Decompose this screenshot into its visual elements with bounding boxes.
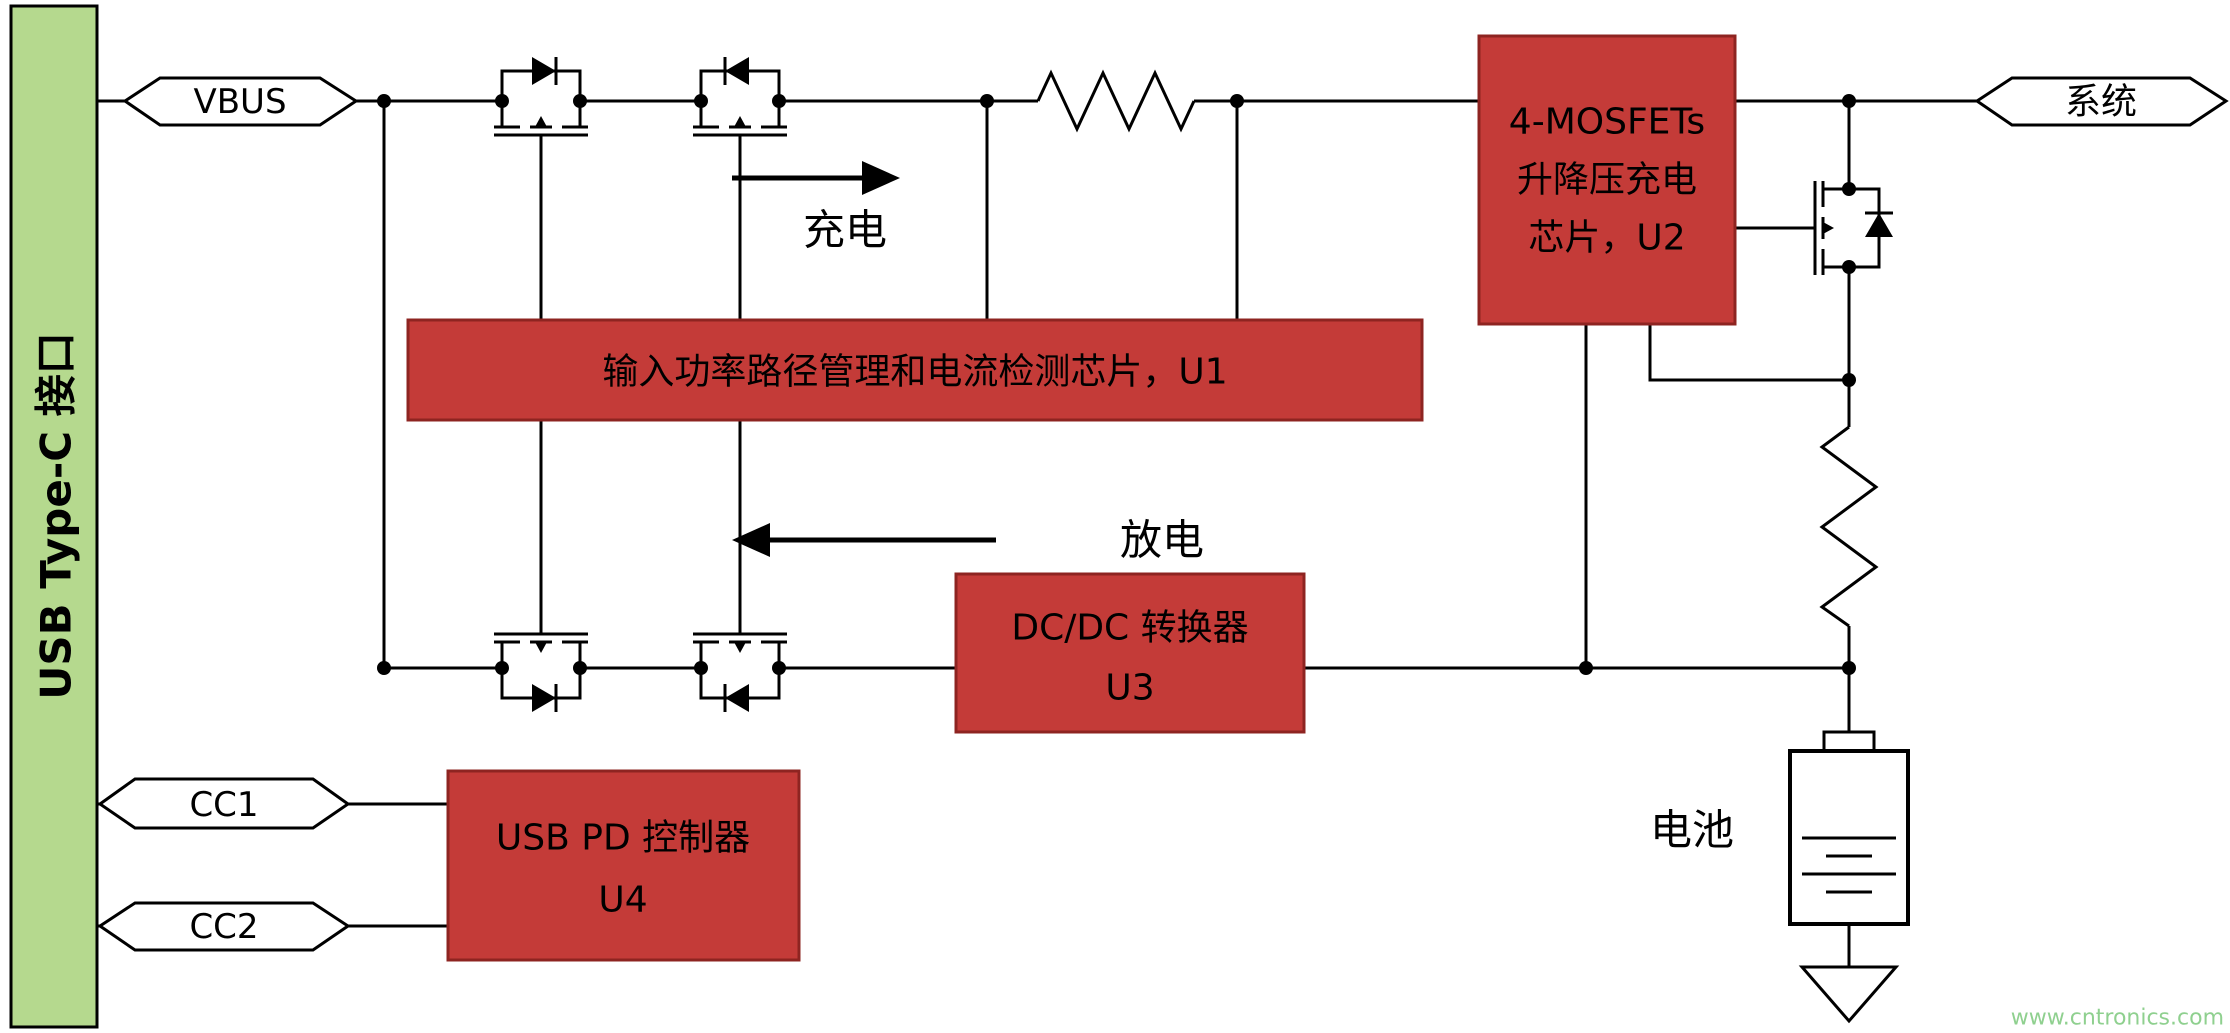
system-connector: 系统 — [1974, 76, 2229, 127]
u2-label-line2: 升降压充电 — [1517, 160, 1697, 201]
battery-resistor — [1819, 425, 1879, 628]
u1-label: 输入功率路径管理和电流检测芯片，U1 — [602, 352, 1227, 393]
u1-block: 输入功率路径管理和电流检测芯片，U1 — [406, 318, 1424, 422]
u3-label-line2: U3 — [1105, 668, 1154, 709]
charge-mosfet-q1 — [482, 55, 600, 163]
cc1-connector: CC1 — [97, 777, 351, 830]
ground-symbol — [1798, 965, 1900, 1024]
junction-dots — [377, 94, 1856, 675]
u4-label-line1: USB PD 控制器 — [496, 818, 750, 859]
cc2-label: CC2 — [189, 907, 258, 947]
system-label: 系统 — [2065, 82, 2137, 123]
u3-label-line1: DC/DC 转换器 — [1011, 608, 1248, 649]
u2-label-line1: 4-MOSFETs — [1509, 102, 1705, 143]
battery-label: 电池 — [1650, 806, 1734, 855]
discharge-label: 放电 — [1120, 516, 1204, 565]
vbus-label: VBUS — [193, 82, 286, 122]
cc2-connector: CC2 — [97, 901, 351, 952]
u3-block: DC/DC 转换器 U3 — [954, 572, 1306, 734]
discharge-mosfet-q3 — [482, 606, 600, 714]
cc1-label: CC1 — [189, 785, 258, 825]
u4-block: USB PD 控制器 U4 — [446, 769, 801, 962]
usb-type-c-port — [9, 4, 99, 1029]
battery-symbol — [1788, 730, 1910, 926]
discharge-mosfet-q4 — [681, 606, 799, 714]
u2-label-line3: 芯片，U2 — [1528, 218, 1685, 259]
charge-mosfet-q2 — [681, 55, 799, 163]
u2-block: 4-MOSFETs 升降压充电 芯片，U2 — [1477, 34, 1737, 326]
charge-arrow — [732, 161, 900, 195]
vbus-connector: VBUS — [122, 76, 359, 127]
u4-label-line2: U4 — [598, 880, 647, 921]
sense-resistor — [1036, 69, 1196, 133]
watermark: www.cntronics.com — [2011, 1006, 2224, 1031]
battery-mosfet — [1787, 169, 1895, 287]
usb-type-c-port-label: USB Type-C 接口 — [32, 332, 81, 699]
charge-label: 充电 — [803, 206, 887, 255]
discharge-arrow — [732, 523, 996, 557]
